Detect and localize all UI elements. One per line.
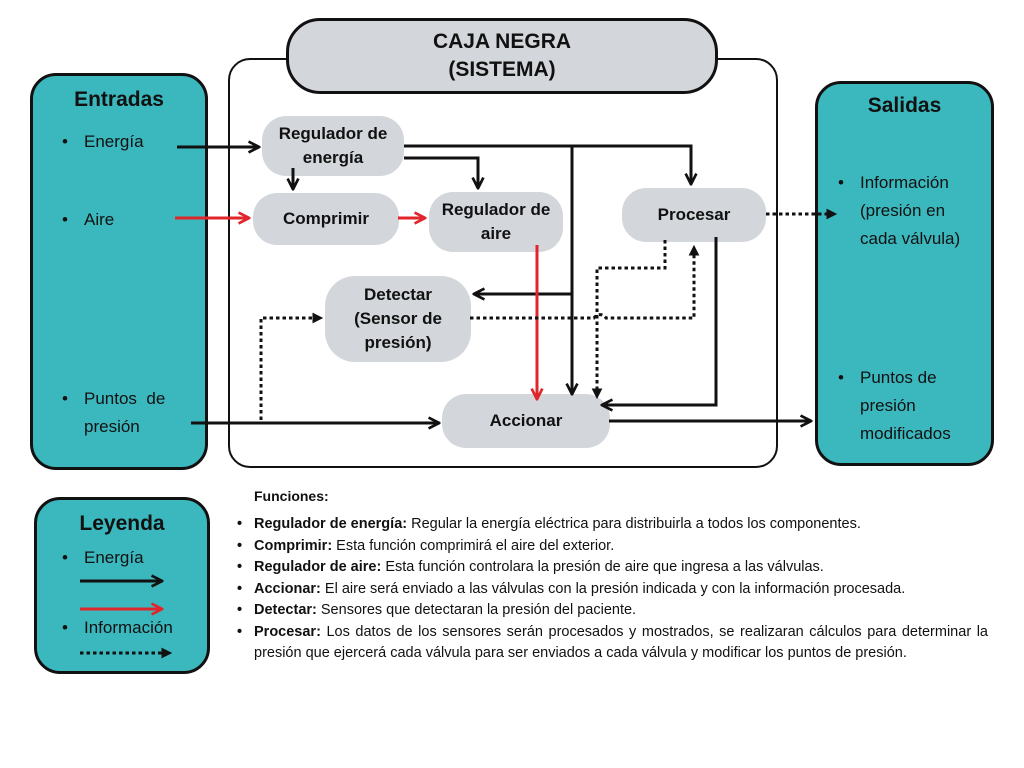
inputs-title: Entradas	[33, 88, 205, 112]
node-regulador-aire-line1: Regulador de	[442, 200, 551, 219]
output-puntos: Puntos de presión modificados	[860, 364, 951, 448]
node-regulador-energia-line1: Regulador de	[279, 124, 388, 143]
legend-title: Leyenda	[37, 512, 207, 536]
node-accionar-label: Accionar	[490, 409, 563, 433]
function-text: Sensores que detectaran la presión del p…	[317, 602, 636, 618]
output-info-line1: Información	[860, 173, 949, 192]
node-procesar: Procesar	[622, 188, 766, 242]
node-procesar-label: Procesar	[658, 203, 731, 227]
node-comprimir: Comprimir	[253, 193, 399, 245]
system-title-line2: (SISTEMA)	[448, 56, 555, 84]
system-title-line1: CAJA NEGRA	[433, 28, 571, 56]
function-item: Procesar: Los datos de los sensores será…	[254, 622, 988, 665]
legend-informacion: Información	[84, 614, 173, 642]
functions-list: Regulador de energía: Regular la energía…	[254, 514, 988, 665]
input-aire: Aire	[84, 206, 114, 234]
input-puntos-line2: presión	[84, 417, 140, 436]
node-regulador-energia: Regulador de energía	[262, 116, 404, 176]
legend-energia: Energía	[84, 544, 144, 572]
input-puntos-presion: Puntos de presión	[84, 385, 174, 441]
function-term: Comprimir:	[254, 538, 332, 554]
node-accionar: Accionar	[442, 394, 610, 448]
function-item: Comprimir: Esta función comprimirá el ai…	[254, 536, 988, 558]
node-detectar-line2: (Sensor de	[354, 309, 442, 328]
node-regulador-aire-line2: aire	[481, 224, 511, 243]
function-text: El aire será enviado a las válvulas con …	[321, 581, 905, 597]
function-item: Regulador de aire: Esta función controla…	[254, 557, 988, 579]
system-title: CAJA NEGRA (SISTEMA)	[286, 18, 718, 94]
output-info-line2: (presión en	[860, 201, 945, 220]
output-puntos-line3: modificados	[860, 424, 951, 443]
function-term: Detectar:	[254, 602, 317, 618]
node-detectar-line1: Detectar	[364, 285, 432, 304]
node-detectar: Detectar (Sensor de presión)	[325, 276, 471, 362]
function-item: Detectar: Sensores que detectaran la pre…	[254, 600, 988, 622]
function-text: Regular la energía eléctrica para distri…	[407, 516, 861, 532]
function-text: Esta función controlara la presión de ai…	[381, 559, 824, 575]
output-info-line3: cada válvula)	[860, 229, 960, 248]
legend-panel: Leyenda	[34, 497, 210, 674]
input-puntos-line1: Puntos de	[84, 389, 165, 408]
node-regulador-energia-line2: energía	[303, 148, 363, 167]
function-item: Accionar: El aire será enviado a las vál…	[254, 579, 988, 601]
function-item: Regulador de energía: Regular la energía…	[254, 514, 988, 536]
functions-heading: Funciones:	[254, 488, 329, 504]
input-energia: Energía	[84, 128, 144, 156]
node-regulador-aire: Regulador de aire	[429, 192, 563, 252]
function-text: Los datos de los sensores serán procesad…	[254, 624, 988, 662]
output-puntos-line1: Puntos de	[860, 368, 937, 387]
output-informacion: Información (presión en cada válvula)	[860, 169, 960, 253]
function-text: Esta función comprimirá el aire del exte…	[332, 538, 614, 554]
node-detectar-line3: presión)	[364, 333, 431, 352]
function-term: Accionar:	[254, 581, 321, 597]
node-comprimir-label: Comprimir	[283, 207, 369, 231]
function-term: Procesar:	[254, 624, 321, 640]
output-puntos-line2: presión	[860, 396, 916, 415]
function-term: Regulador de aire:	[254, 559, 381, 575]
function-term: Regulador de energía:	[254, 516, 407, 532]
outputs-title: Salidas	[818, 94, 991, 118]
